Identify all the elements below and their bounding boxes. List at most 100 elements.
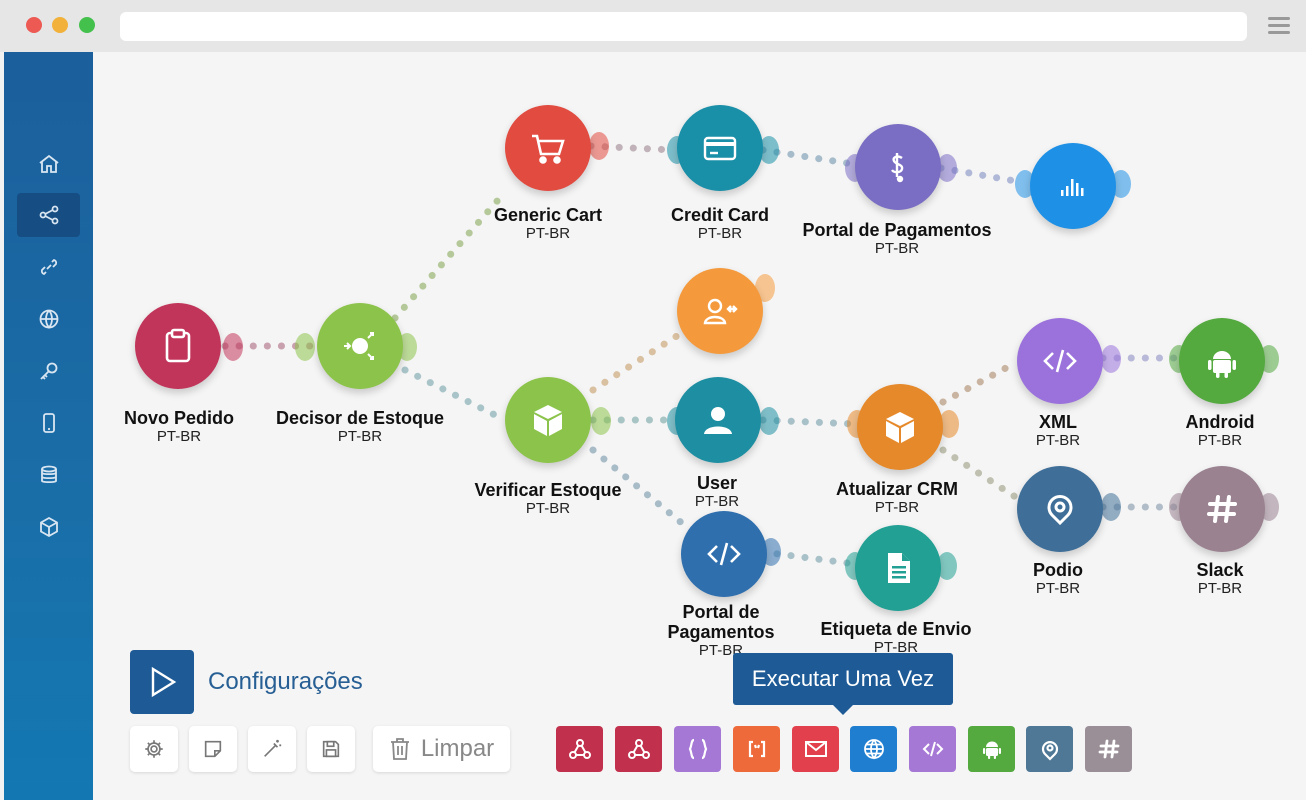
settings-label[interactable]: Configurações [208,668,363,695]
sidebar [4,52,93,800]
magic-wand-icon [264,739,282,757]
node-android[interactable] [1179,318,1265,404]
auto-align-button[interactable] [248,726,296,772]
note-icon [204,740,222,758]
node-portal-de-pagamentos-bottom[interactable] [681,511,767,597]
maximize-window-button[interactable] [79,17,95,33]
node-subtitle: PT-BR [156,428,202,445]
settings-button[interactable] [130,726,178,772]
credit-card-icon [703,136,737,161]
webhook-icon [568,739,591,759]
node-podio[interactable] [1017,466,1103,552]
run-once-tooltip: Executar Uma Vez [733,653,953,715]
node-generic-cart[interactable] [505,105,591,191]
trash-icon [390,738,409,760]
node-subtitle: PT-BR [1035,432,1081,449]
sidebar-item-connections[interactable] [17,245,80,289]
globe-icon [39,309,58,329]
sidebar-item-scenarios[interactable] [17,193,80,237]
box-icon [534,405,562,436]
node-label: User PT-BR [607,473,827,511]
module-webhook-1[interactable] [556,726,603,772]
node-subtitle: PT-BR [694,493,740,510]
node-user-transfer[interactable] [677,268,763,354]
node-verificar-estoque[interactable] [505,377,591,463]
cube-icon [39,516,58,538]
module-http[interactable] [850,726,897,772]
save-icon [322,740,340,758]
sidebar-item-home[interactable] [17,142,80,186]
node-subtitle: PT-BR [874,499,920,516]
module-json[interactable] [674,726,721,772]
node-analytics[interactable] [1030,143,1116,229]
module-email[interactable] [792,726,839,772]
router-icon [344,332,374,360]
node-portal-de-pagamentos-top[interactable] [855,124,941,210]
android-icon [1208,351,1236,378]
menu-icon[interactable] [1268,17,1290,34]
node-subtitle: PT-BR [337,428,383,445]
scenario-canvas[interactable]: Novo Pedido PT-BR Decisor de Estoque PT-… [93,52,1306,800]
node-title: Decisor de Estoque [275,408,445,428]
node-slack[interactable] [1179,466,1265,552]
node-credit-card[interactable] [677,105,763,191]
android-icon [982,741,1001,759]
run-once-button[interactable] [130,650,194,714]
node-subtitle: PT-BR [525,225,571,242]
node-novo-pedido[interactable] [135,303,221,389]
node-label: Decisor de Estoque PT-BR [250,408,470,446]
sidebar-item-webhooks[interactable] [17,297,80,341]
clear-button[interactable]: Limpar [373,726,510,772]
sidebar-item-datastructures[interactable] [17,505,80,549]
key-icon [39,362,57,380]
node-etiqueta-de-envio[interactable] [855,525,941,611]
node-label: Android PT-BR [1110,412,1306,450]
save-button[interactable] [307,726,355,772]
node-title: Credit Card [670,205,769,225]
module-xml[interactable] [909,726,956,772]
phone-icon [42,413,55,433]
podio-icon [1041,741,1058,761]
minimize-window-button[interactable] [52,17,68,33]
payment-icon [891,153,904,183]
home-icon [38,154,59,173]
node-label: Verificar Estoque PT-BR [438,480,658,518]
module-slack[interactable] [1085,726,1132,772]
module-android[interactable] [968,726,1015,772]
document-icon [888,553,910,583]
hash-icon [1207,495,1237,523]
node-subtitle: PT-BR [1035,580,1081,597]
module-podio[interactable] [1026,726,1073,772]
link-icon [40,258,57,276]
globe-icon [863,739,884,760]
address-bar[interactable] [120,12,1247,41]
podio-icon [1047,495,1073,526]
sidebar-item-devices[interactable] [17,401,80,445]
node-label: Etiqueta de Envio PT-BR [786,619,1006,657]
node-subtitle: PT-BR [1197,432,1243,449]
node-subtitle: PT-BR [697,225,743,242]
notes-button[interactable] [189,726,237,772]
module-array[interactable] [733,726,780,772]
sidebar-item-datastores[interactable] [17,453,80,497]
module-webhook-2[interactable] [615,726,662,772]
array-icon [748,740,765,758]
node-subtitle: PT-BR [873,639,919,656]
node-label: XML PT-BR [948,412,1168,450]
node-user[interactable] [675,377,761,463]
code-icon [922,741,943,757]
node-atualizar-crm[interactable] [857,384,943,470]
node-decisor-de-estoque[interactable] [317,303,403,389]
play-icon [151,666,177,698]
node-xml[interactable] [1017,318,1103,404]
node-title-line2: Pagamentos [667,622,775,642]
node-subtitle: PT-BR [874,240,920,257]
sidebar-item-keys[interactable] [17,349,80,393]
close-window-button[interactable] [26,17,42,33]
box-icon [886,412,914,443]
database-icon [40,465,57,484]
node-label: Generic Cart PT-BR [438,205,658,243]
node-label: Portal de Pagamentos PT-BR [787,220,1007,258]
node-label: Novo Pedido PT-BR [69,408,289,446]
code-icon [707,542,741,566]
